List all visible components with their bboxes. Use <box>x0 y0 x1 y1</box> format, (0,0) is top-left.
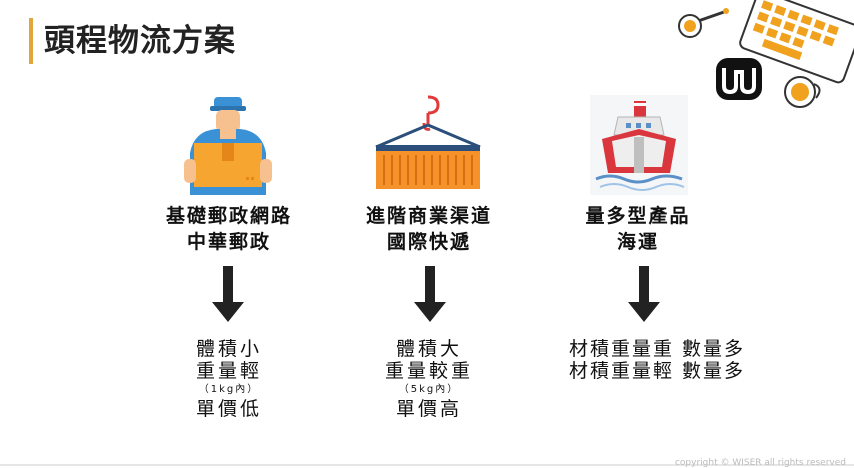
column-3-desc-line-2: 材積重量輕 數量多 <box>568 360 746 382</box>
column-3-description: 材積重量重 數量多 材積重量輕 數量多 <box>530 338 784 382</box>
column-2-label-line-1: 進階商業渠道 <box>365 205 492 227</box>
column-2-label-line-2: 國際快遞 <box>386 231 471 253</box>
column-2-desc-line-1: 體積大 <box>395 338 462 360</box>
postman-icon <box>184 97 272 195</box>
arrow-down-icon <box>414 266 446 322</box>
column-3-desc-line-1: 材積重量重 數量多 <box>568 338 746 360</box>
arrow-down-icon <box>628 266 660 322</box>
column-2-label: 進階商業渠道 國際快遞 <box>315 203 543 255</box>
column-2-desc-line-3: 單價高 <box>395 398 462 420</box>
column-1-label-line-2: 中華郵政 <box>186 231 271 253</box>
coffee-mug-icon <box>784 76 821 108</box>
column-2-desc-note: （5kg內） <box>398 384 460 395</box>
column-2-desc-line-2: 重量較重 <box>384 360 473 382</box>
desk-decoration <box>678 0 854 108</box>
copyright-text: copyright © WISER all rights reserved <box>674 458 846 468</box>
wiser-logo-icon <box>716 58 762 100</box>
column-1-desc-note: （1kg內） <box>198 384 260 395</box>
column-2-description: 體積大 重量較重 （5kg內） 單價高 <box>315 338 543 420</box>
coffee-cup-icon <box>678 8 729 38</box>
column-1-label: 基礎郵政網路 中華郵政 <box>115 203 343 255</box>
column-1-description: 體積小 重量輕 （1kg內） 單價低 <box>115 338 343 420</box>
container-crane-icon <box>375 95 481 189</box>
column-1-desc-line-1: 體積小 <box>195 338 262 360</box>
column-3-label-line-2: 海運 <box>616 231 659 253</box>
column-1-desc-line-3: 單價低 <box>195 398 262 420</box>
cargo-ship-icon <box>590 95 688 195</box>
column-3-label: 量多型產品 海運 <box>524 203 752 255</box>
slide-title: 頭程物流方案 <box>44 23 236 59</box>
column-1-desc-line-2: 重量輕 <box>195 360 262 382</box>
keyboard-icon <box>739 0 854 84</box>
column-3-label-line-1: 量多型產品 <box>585 205 691 227</box>
title-accent-bar <box>29 18 33 64</box>
column-1-label-line-1: 基礎郵政網路 <box>165 205 292 227</box>
arrow-down-icon <box>212 266 244 322</box>
footer-divider <box>0 464 854 466</box>
